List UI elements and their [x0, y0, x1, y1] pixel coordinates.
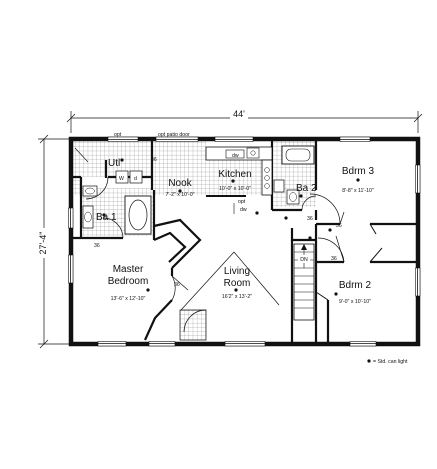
living-name-line1: Living [224, 266, 250, 277]
width-label: 44' [233, 109, 245, 119]
bdrm2-name: Bdrm 2 [339, 280, 372, 291]
utl-name: Utl [108, 158, 120, 169]
bdrm3-name: Bdrm 3 [342, 166, 375, 177]
legend-label: = Std. can light [373, 359, 408, 365]
exterior-walls [68, 136, 421, 347]
bath2-fixtures [273, 145, 317, 211]
opt-patio-door-label: opt patio door [158, 132, 190, 138]
kitchen-fixtures: dw [205, 146, 273, 197]
can-lights [102, 158, 360, 296]
door-size-utl: 36 [151, 157, 157, 163]
bdrm2-size: 9'-0" x 10'-10" [339, 299, 371, 305]
living-room-guides [179, 251, 280, 341]
opt-window-label: opt [114, 132, 122, 138]
door-size-master: 36 [174, 282, 180, 288]
master-name-line1: Master [113, 264, 144, 275]
bath1-fixtures [82, 185, 152, 239]
kitchen-size: 10'-0" x 10'-0" [219, 186, 251, 192]
doors [171, 193, 383, 301]
living-size: 16'2" x 13'-2" [222, 294, 252, 300]
room-labels: Utl Nook 7'-2" x 10'-0" Kitchen 10'-0" x… [96, 158, 375, 305]
callouts: opt opt patio door opt dw 36 36 36 36 36… [94, 132, 342, 288]
depth-dimension: 27'-4" [37, 134, 72, 349]
ba1-name: Ba 1 [96, 212, 117, 223]
stairs-label: DN [300, 257, 308, 263]
utility-fixtures: W d [74, 147, 143, 200]
door-size-bdrm3: 36 [336, 223, 342, 229]
stairs: DN [293, 243, 315, 321]
door-size-bdrm2: 36 [331, 256, 337, 262]
kitchen-name: Kitchen [218, 169, 251, 180]
interior-walls [73, 141, 416, 342]
door-size-ba2: 36 [307, 216, 313, 222]
master-name-line2: Bedroom [108, 276, 149, 287]
living-name-line2: Room [224, 278, 251, 289]
dishwasher-label: dw [232, 153, 239, 159]
depth-label: 27'-4" [38, 232, 48, 255]
can-light-legend-icon [367, 359, 371, 363]
dryer-label: d [134, 176, 137, 182]
bdrm3-size: 8'-8" x 11'-10" [342, 188, 374, 194]
ba2-name: Ba 2 [296, 183, 317, 194]
opt-dw-label: opt [238, 199, 246, 205]
washer-label: W [119, 176, 124, 182]
legend: = Std. can light [367, 359, 408, 365]
master-size: 13'-6" x 12'-10" [111, 296, 146, 302]
nook-name: Nook [168, 178, 192, 189]
door-size-ba1: 36 [94, 243, 100, 249]
nook-size: 7'-2" x 10'-0" [165, 192, 194, 198]
opt-dw-label-2: dw [240, 207, 247, 213]
width-dimension: 44' [66, 108, 423, 133]
